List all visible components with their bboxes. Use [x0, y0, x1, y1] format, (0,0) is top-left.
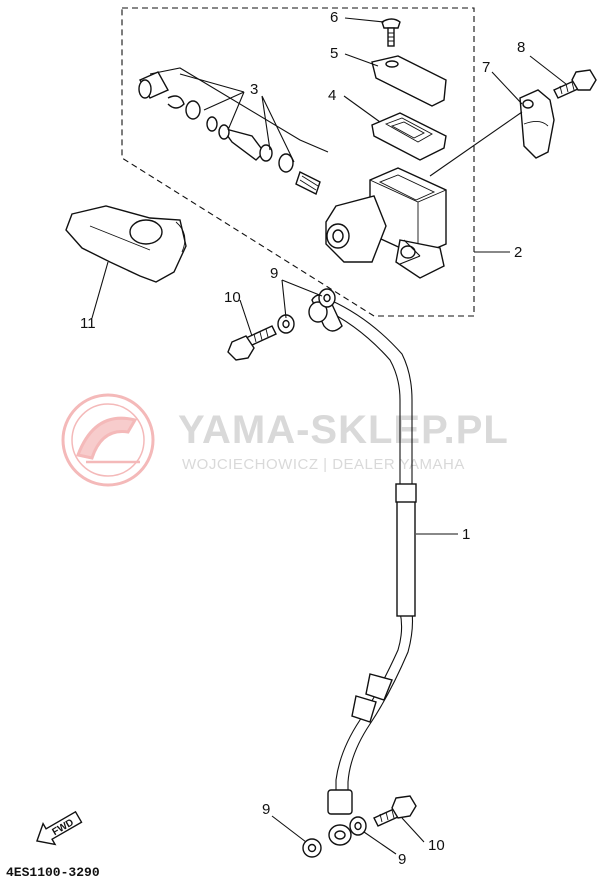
master-cylinder-holder [519, 89, 555, 159]
fwd-label: FWD [51, 817, 76, 838]
callout-2: 2 [514, 244, 522, 261]
callout-8: 8 [517, 39, 525, 56]
callout-10-upper: 10 [224, 289, 241, 306]
brake-hose [308, 294, 417, 846]
callout-1: 1 [462, 526, 470, 543]
callout-4: 4 [328, 87, 336, 104]
callout-5: 5 [330, 45, 338, 62]
callout-6: 6 [330, 9, 338, 26]
screw [381, 18, 401, 47]
diagram-code: 4ES1100-3290 [6, 865, 100, 880]
callout-10-lower: 10 [428, 837, 445, 854]
union-bolts [227, 325, 417, 827]
callout-3: 3 [250, 81, 258, 98]
callout-7: 7 [482, 59, 490, 76]
watermark-logo [61, 393, 155, 487]
piston-kit [138, 67, 329, 195]
callout-9-upper: 9 [270, 265, 278, 282]
reservoir-cover [371, 55, 447, 107]
callouts: 6 5 4 3 7 8 2 9 10 11 1 9 9 10 [80, 9, 525, 868]
assembly-boundary [121, 7, 475, 317]
watermark: YAMA-SKLEP.PL WOJCIECHOWICZ | DEALER YAM… [61, 393, 509, 487]
holder-bolt [553, 69, 597, 99]
callout-9-lower-left: 9 [262, 801, 270, 818]
watermark-title: YAMA-SKLEP.PL [178, 408, 509, 452]
watermark-subtitle: WOJCIECHOWICZ | DEALER YAMAHA [182, 456, 465, 473]
master-cylinder-body [325, 167, 447, 279]
leader-lines [91, 17, 567, 855]
callout-11: 11 [80, 315, 96, 332]
washers [277, 288, 367, 858]
callout-9-lower-right: 9 [398, 851, 406, 868]
diaphragm [371, 112, 447, 161]
lever-cover [65, 205, 187, 283]
fwd-arrow-icon: FWD [36, 810, 83, 846]
